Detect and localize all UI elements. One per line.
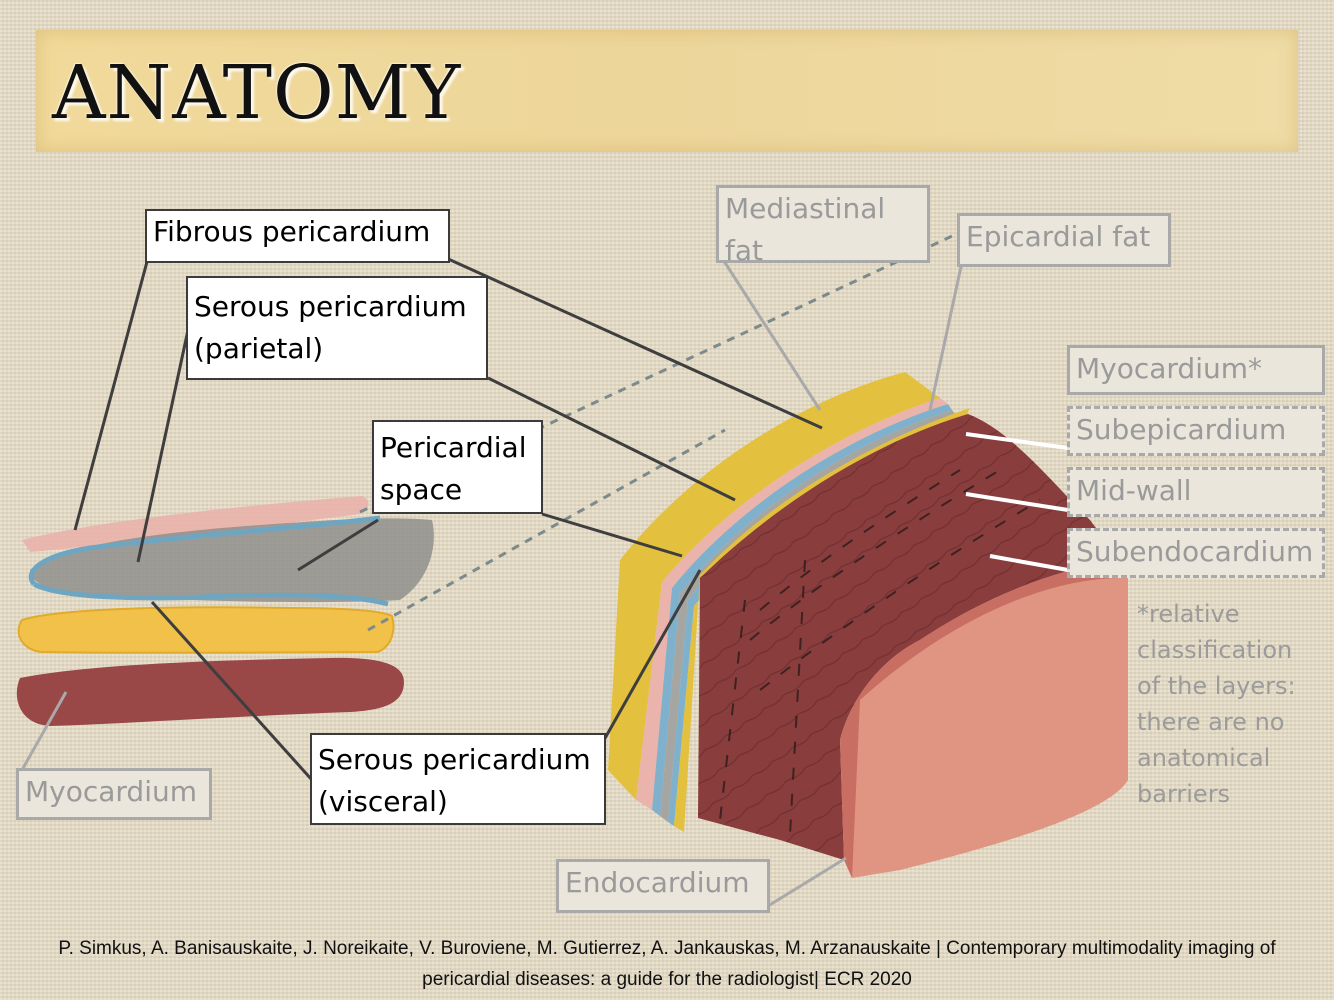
label-myocardium-left: Myocardium — [16, 768, 212, 820]
title-band — [36, 30, 1298, 152]
right-block-dashed-guides — [719, 469, 1041, 836]
left-epicardial-fat-layer — [17, 606, 395, 654]
label-serous-pericardium-parietal: Serous pericardium (parietal) — [186, 276, 488, 380]
leader-mid-wall — [965, 492, 1069, 512]
leader-subendocardium — [989, 554, 1069, 572]
leader-epicardial-fat — [928, 261, 964, 411]
label-pericardial-space: Pericardial space — [372, 420, 543, 514]
page-title: ANATOMY — [52, 50, 462, 136]
label-subendocardium: Subendocardium — [1067, 528, 1325, 578]
leader-lines-white — [965, 432, 1069, 572]
leader-myocardium-left — [20, 691, 68, 771]
leader-serous-parietal-left — [136, 329, 190, 563]
left-serous-visceral-layer — [32, 581, 389, 607]
label-subepicardium: Subepicardium — [1067, 406, 1325, 456]
leader-fibrous-right — [445, 256, 823, 430]
tissue-block-illustration — [608, 372, 1128, 878]
right-mediastinal-fat-layer — [608, 372, 940, 800]
citation-footer: P. Simkus, A. Banisauskaite, J. Noreikai… — [0, 933, 1334, 995]
leader-pericardial-space-left — [297, 518, 379, 572]
citation-line-2: pericardial diseases: a guide for the ra… — [422, 969, 912, 990]
right-myocardium-fibers — [698, 414, 1120, 860]
leader-serous-parietal-right — [487, 376, 736, 502]
classification-note: *relative classification of the layers: … — [1137, 600, 1296, 808]
left-fibrous-pericardium-layer — [22, 496, 369, 552]
leader-lines-gray — [20, 257, 964, 908]
leader-serous-visceral-right — [602, 569, 702, 741]
leader-pericardial-space-right — [541, 512, 683, 558]
leader-serous-visceral-left — [150, 600, 314, 782]
left-myocardium-layer — [16, 657, 404, 726]
left-pericardial-space-gray — [30, 518, 434, 603]
label-epicardial-fat: Epicardial fat — [957, 213, 1171, 267]
label-serous-pericardium-visceral: Serous pericardium (visceral) — [310, 733, 606, 825]
label-mediastinal-fat: Mediastinal fat — [716, 185, 930, 267]
leader-mediastinal-fat — [720, 257, 822, 411]
leader-lines-dark — [73, 256, 823, 782]
leader-subepicardium — [965, 432, 1069, 450]
leader-endocardium — [767, 856, 847, 908]
label-mid-wall: Mid-wall — [1067, 467, 1325, 517]
label-myocardium-classified: Myocardium* — [1067, 345, 1325, 395]
leader-fibrous-left — [73, 257, 150, 531]
label-fibrous-pericardium: Fibrous pericardium — [145, 209, 450, 263]
label-endocardium: Endocardium — [556, 859, 770, 913]
citation-line-1: P. Simkus, A. Banisauskaite, J. Noreikai… — [58, 938, 1276, 959]
left-serous-parietal-layer — [28, 515, 381, 586]
left-layers-illustration — [16, 496, 434, 726]
